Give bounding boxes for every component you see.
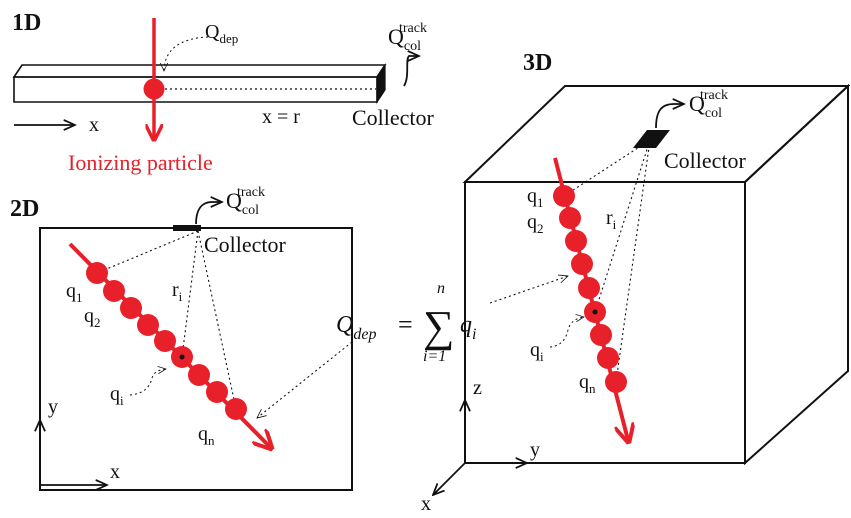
equation-lhs: Qdep — [336, 312, 376, 343]
equation-pointer-3d — [489, 276, 568, 304]
collector-3d — [633, 130, 670, 148]
x-axis-label-3d: x — [421, 493, 431, 515]
x-axis-arrow-3d — [433, 462, 466, 495]
charge-label-qn-3d: qn — [579, 371, 596, 396]
charge-chain-3d — [553, 185, 627, 393]
qi-callout-2d — [129, 369, 166, 396]
charge-label-qn-2d: qn — [198, 423, 215, 448]
z-axis-label-3d: z — [473, 377, 482, 399]
r-label-2d: ri — [172, 279, 183, 304]
panel-3d: 3D Collector Qcoltrack — [421, 50, 851, 515]
ionizing-particle-label: Ionizing particle — [68, 150, 213, 175]
panel-2d: 2D Collector Qcoltrack q1 q2 — [10, 185, 353, 491]
bar-1d — [12, 63, 387, 104]
qi-marker-dot-2d — [179, 354, 185, 360]
collector-2d — [173, 225, 201, 231]
panel-1d-label: 1D — [12, 10, 41, 36]
equation-equals: = — [398, 310, 413, 339]
sum-equation: Qdep = ∑ n i=1 qi — [257, 276, 568, 418]
q-col-label-3d: Qcoltrack — [689, 88, 728, 121]
position-label-1d: x = r — [262, 106, 300, 128]
collector-label-1d: Collector — [352, 105, 435, 130]
charge-label-qi-2d: qi — [110, 383, 124, 408]
cube-3d — [462, 83, 851, 466]
panel-2d-label: 2D — [10, 196, 39, 222]
panel-1d: 1D Qdep Qcoltrack Collector x = r x Ioni… — [12, 10, 435, 175]
charge-label-q1-3d: q1 — [527, 185, 544, 210]
y-axis-label-2d: y — [48, 396, 58, 418]
equation-pointer-2d — [257, 341, 353, 418]
q-dep-label-1d: Qdep — [205, 21, 238, 46]
charge-chain-2d — [86, 262, 247, 420]
y-axis-label-3d: y — [530, 439, 540, 461]
x-axis-label-2d: x — [110, 461, 120, 483]
equation-lower-limit: i=1 — [423, 348, 446, 365]
charge-label-q1-2d: q1 — [66, 280, 83, 305]
qdep-callout-1d — [164, 36, 209, 71]
q-col-label-2d: Qcoltrack — [226, 185, 265, 218]
qi-callout-3d — [549, 317, 584, 348]
qcol-arrow-2d — [195, 202, 222, 225]
qcol-arrow-1d — [403, 56, 419, 87]
qi-marker-dot-3d — [592, 309, 598, 315]
equation-upper-limit: n — [437, 280, 445, 297]
r-label-3d: ri — [606, 207, 617, 232]
panel-3d-label: 3D — [523, 50, 552, 76]
qcol-arrow-3d — [655, 104, 684, 129]
box-2d — [39, 227, 353, 491]
charge-label-q2-3d: q2 — [527, 211, 544, 236]
collector-dotted-lines-3d — [563, 139, 651, 383]
equation-sum-symbol: ∑ — [423, 302, 454, 351]
collector-label-2d: Collector — [204, 232, 287, 257]
charge-label-q2-2d: q2 — [84, 305, 101, 330]
charge-blob-1d — [143, 78, 165, 100]
collector-label-3d: Collector — [664, 148, 747, 173]
q-col-label-1d: Qcoltrack — [388, 21, 427, 54]
charge-label-qi-3d: qi — [530, 339, 544, 364]
x-axis-label-1d: x — [89, 114, 99, 136]
equation-term: qi — [460, 312, 476, 343]
collector-dotted-lines-2d — [96, 230, 237, 410]
